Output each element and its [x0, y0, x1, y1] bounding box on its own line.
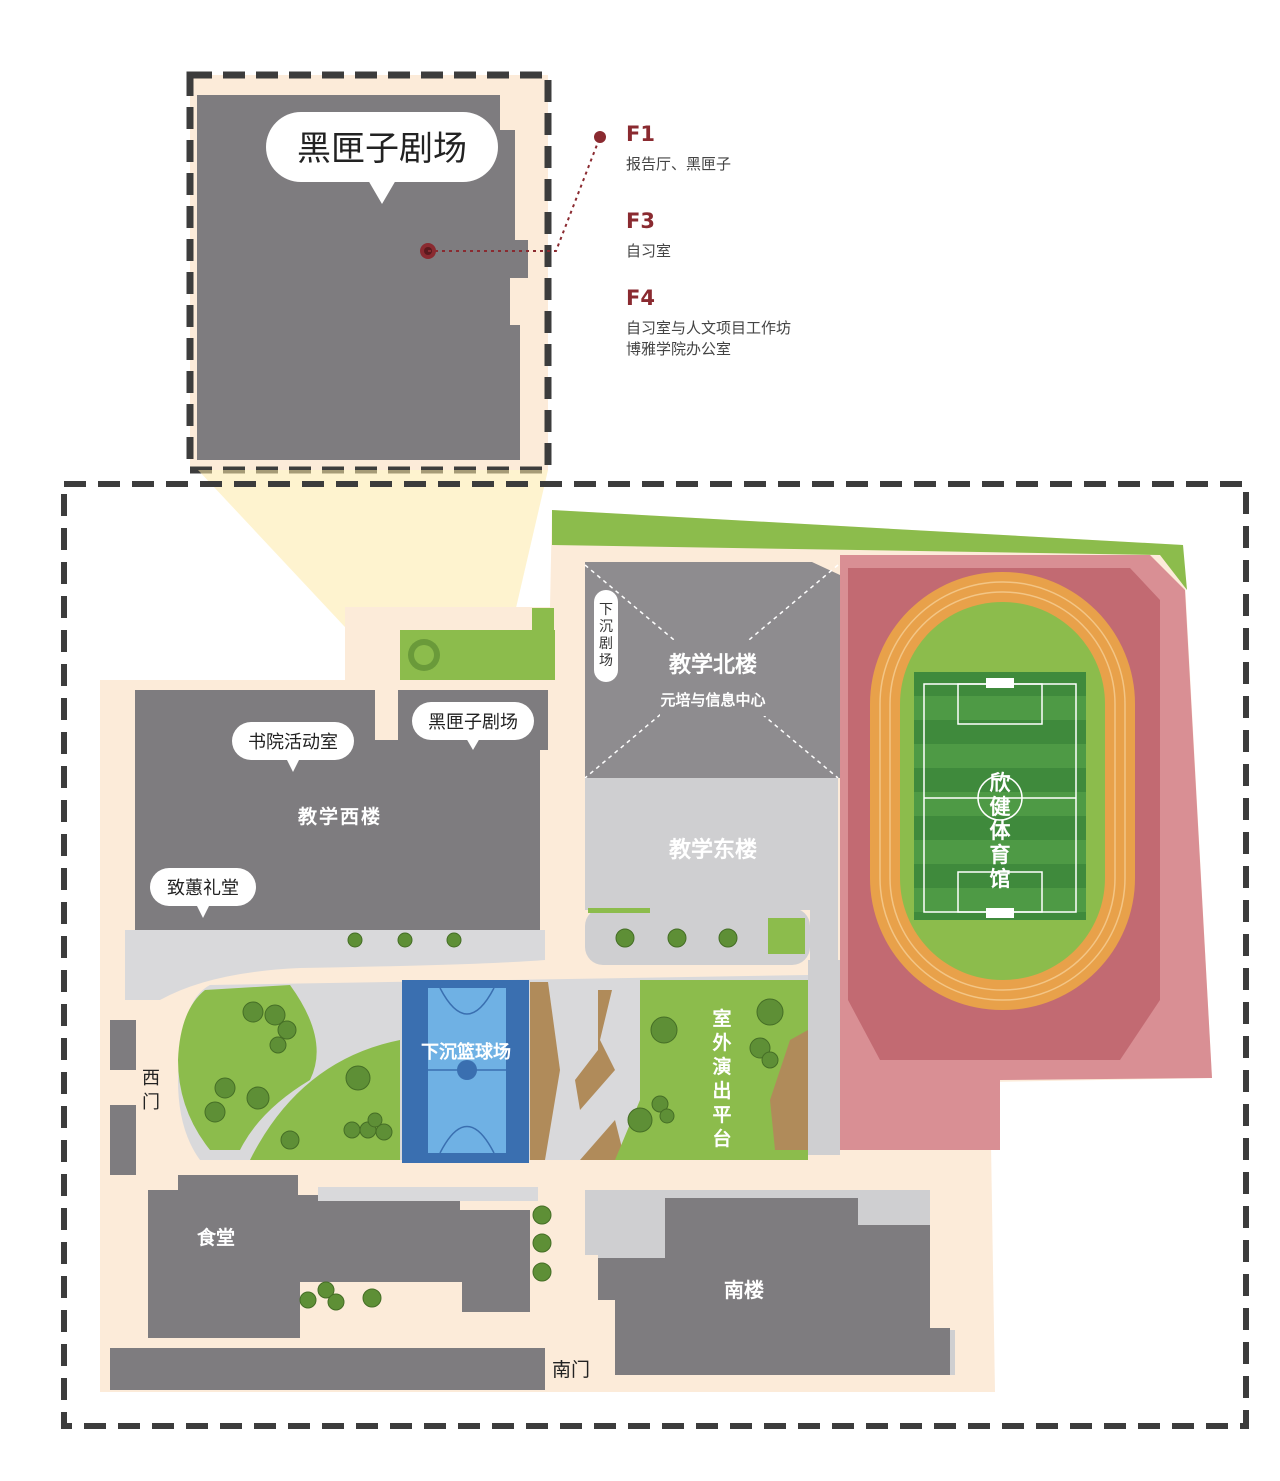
sunken-court-label: 下沉篮球场 — [421, 1041, 511, 1063]
west-gate-label-char: 门 — [142, 1092, 160, 1113]
floor-f4-desc-2: 博雅学院办公室 — [626, 340, 732, 358]
callout-title: 黑匣子剧场 — [297, 129, 467, 169]
bubble-auditorium-label: 致蕙礼堂 — [167, 878, 239, 899]
south-gate-label: 南门 — [552, 1359, 590, 1381]
gym-label-char: 欣 — [990, 771, 1011, 795]
east-building — [585, 778, 838, 965]
sunken-basketball-court — [402, 980, 529, 1163]
sunken-theater-label-char: 场 — [599, 653, 613, 669]
outdoor-stage-label-char: 外 — [712, 1031, 731, 1054]
west-building-label: 教学西楼 — [298, 805, 382, 828]
canteen-label: 食堂 — [197, 1226, 235, 1249]
west-gate-label: 西门 — [142, 1068, 160, 1113]
gym-label-char: 健 — [990, 795, 1011, 819]
connector-line — [420, 131, 606, 259]
bubble-black-box: 黑匣子剧场 — [412, 702, 534, 750]
outdoor-stage-label-char: 室 — [712, 1007, 731, 1030]
north-lawn — [552, 510, 1187, 590]
outdoor-stage-label-char: 台 — [712, 1127, 731, 1150]
sunken-theater-label-char: 沉 — [599, 619, 613, 635]
north-building-sublabel: 元培与信息中心 — [660, 691, 765, 709]
sunken-theater — [594, 590, 618, 682]
sunken-theater-label-char: 下 — [599, 602, 613, 618]
floor-f3-label: F3 — [626, 209, 655, 233]
north-building — [584, 562, 840, 779]
floor-f3-desc: 自习室 — [626, 242, 672, 260]
north-building-label: 教学北楼 — [669, 652, 757, 678]
gym-label-char: 馆 — [990, 867, 1011, 891]
outdoor-stage-label-char: 出 — [712, 1079, 731, 1102]
bubble-black-box-label: 黑匣子剧场 — [428, 712, 518, 733]
callout-bubble: 黑匣子剧场 — [266, 112, 498, 204]
east-building-label: 教学东楼 — [669, 837, 757, 863]
sunken-theater-label-char: 剧 — [599, 636, 613, 652]
campus-frame — [61, 481, 1249, 1429]
trees — [204, 928, 784, 1311]
floor-f4-desc-1: 自习室与人文项目工作坊 — [626, 319, 792, 337]
floor-f4-label: F4 — [626, 286, 655, 310]
south-building — [585, 1190, 955, 1375]
bubble-activity-room-label: 书院活动室 — [248, 732, 338, 753]
outdoor-stage-label-char: 演 — [712, 1055, 731, 1078]
bubble-activity-room: 书院活动室 — [232, 722, 354, 772]
south-building-label: 南楼 — [724, 1278, 764, 1302]
floor-f1-desc: 报告厅、黑匣子 — [626, 155, 732, 173]
west-gate-label-char: 西 — [142, 1068, 160, 1089]
gym-label-char: 育 — [990, 843, 1011, 867]
bubble-auditorium: 致蕙礼堂 — [150, 868, 256, 918]
gym-complex — [840, 555, 1212, 1150]
gym-label-char: 体 — [990, 819, 1012, 843]
south-strip-building — [110, 1348, 545, 1390]
legend-marker-dot — [594, 131, 606, 143]
floor-f1-label: F1 — [626, 122, 655, 146]
outdoor-stage-label-char: 平 — [712, 1104, 731, 1126]
canteen — [148, 1175, 538, 1338]
